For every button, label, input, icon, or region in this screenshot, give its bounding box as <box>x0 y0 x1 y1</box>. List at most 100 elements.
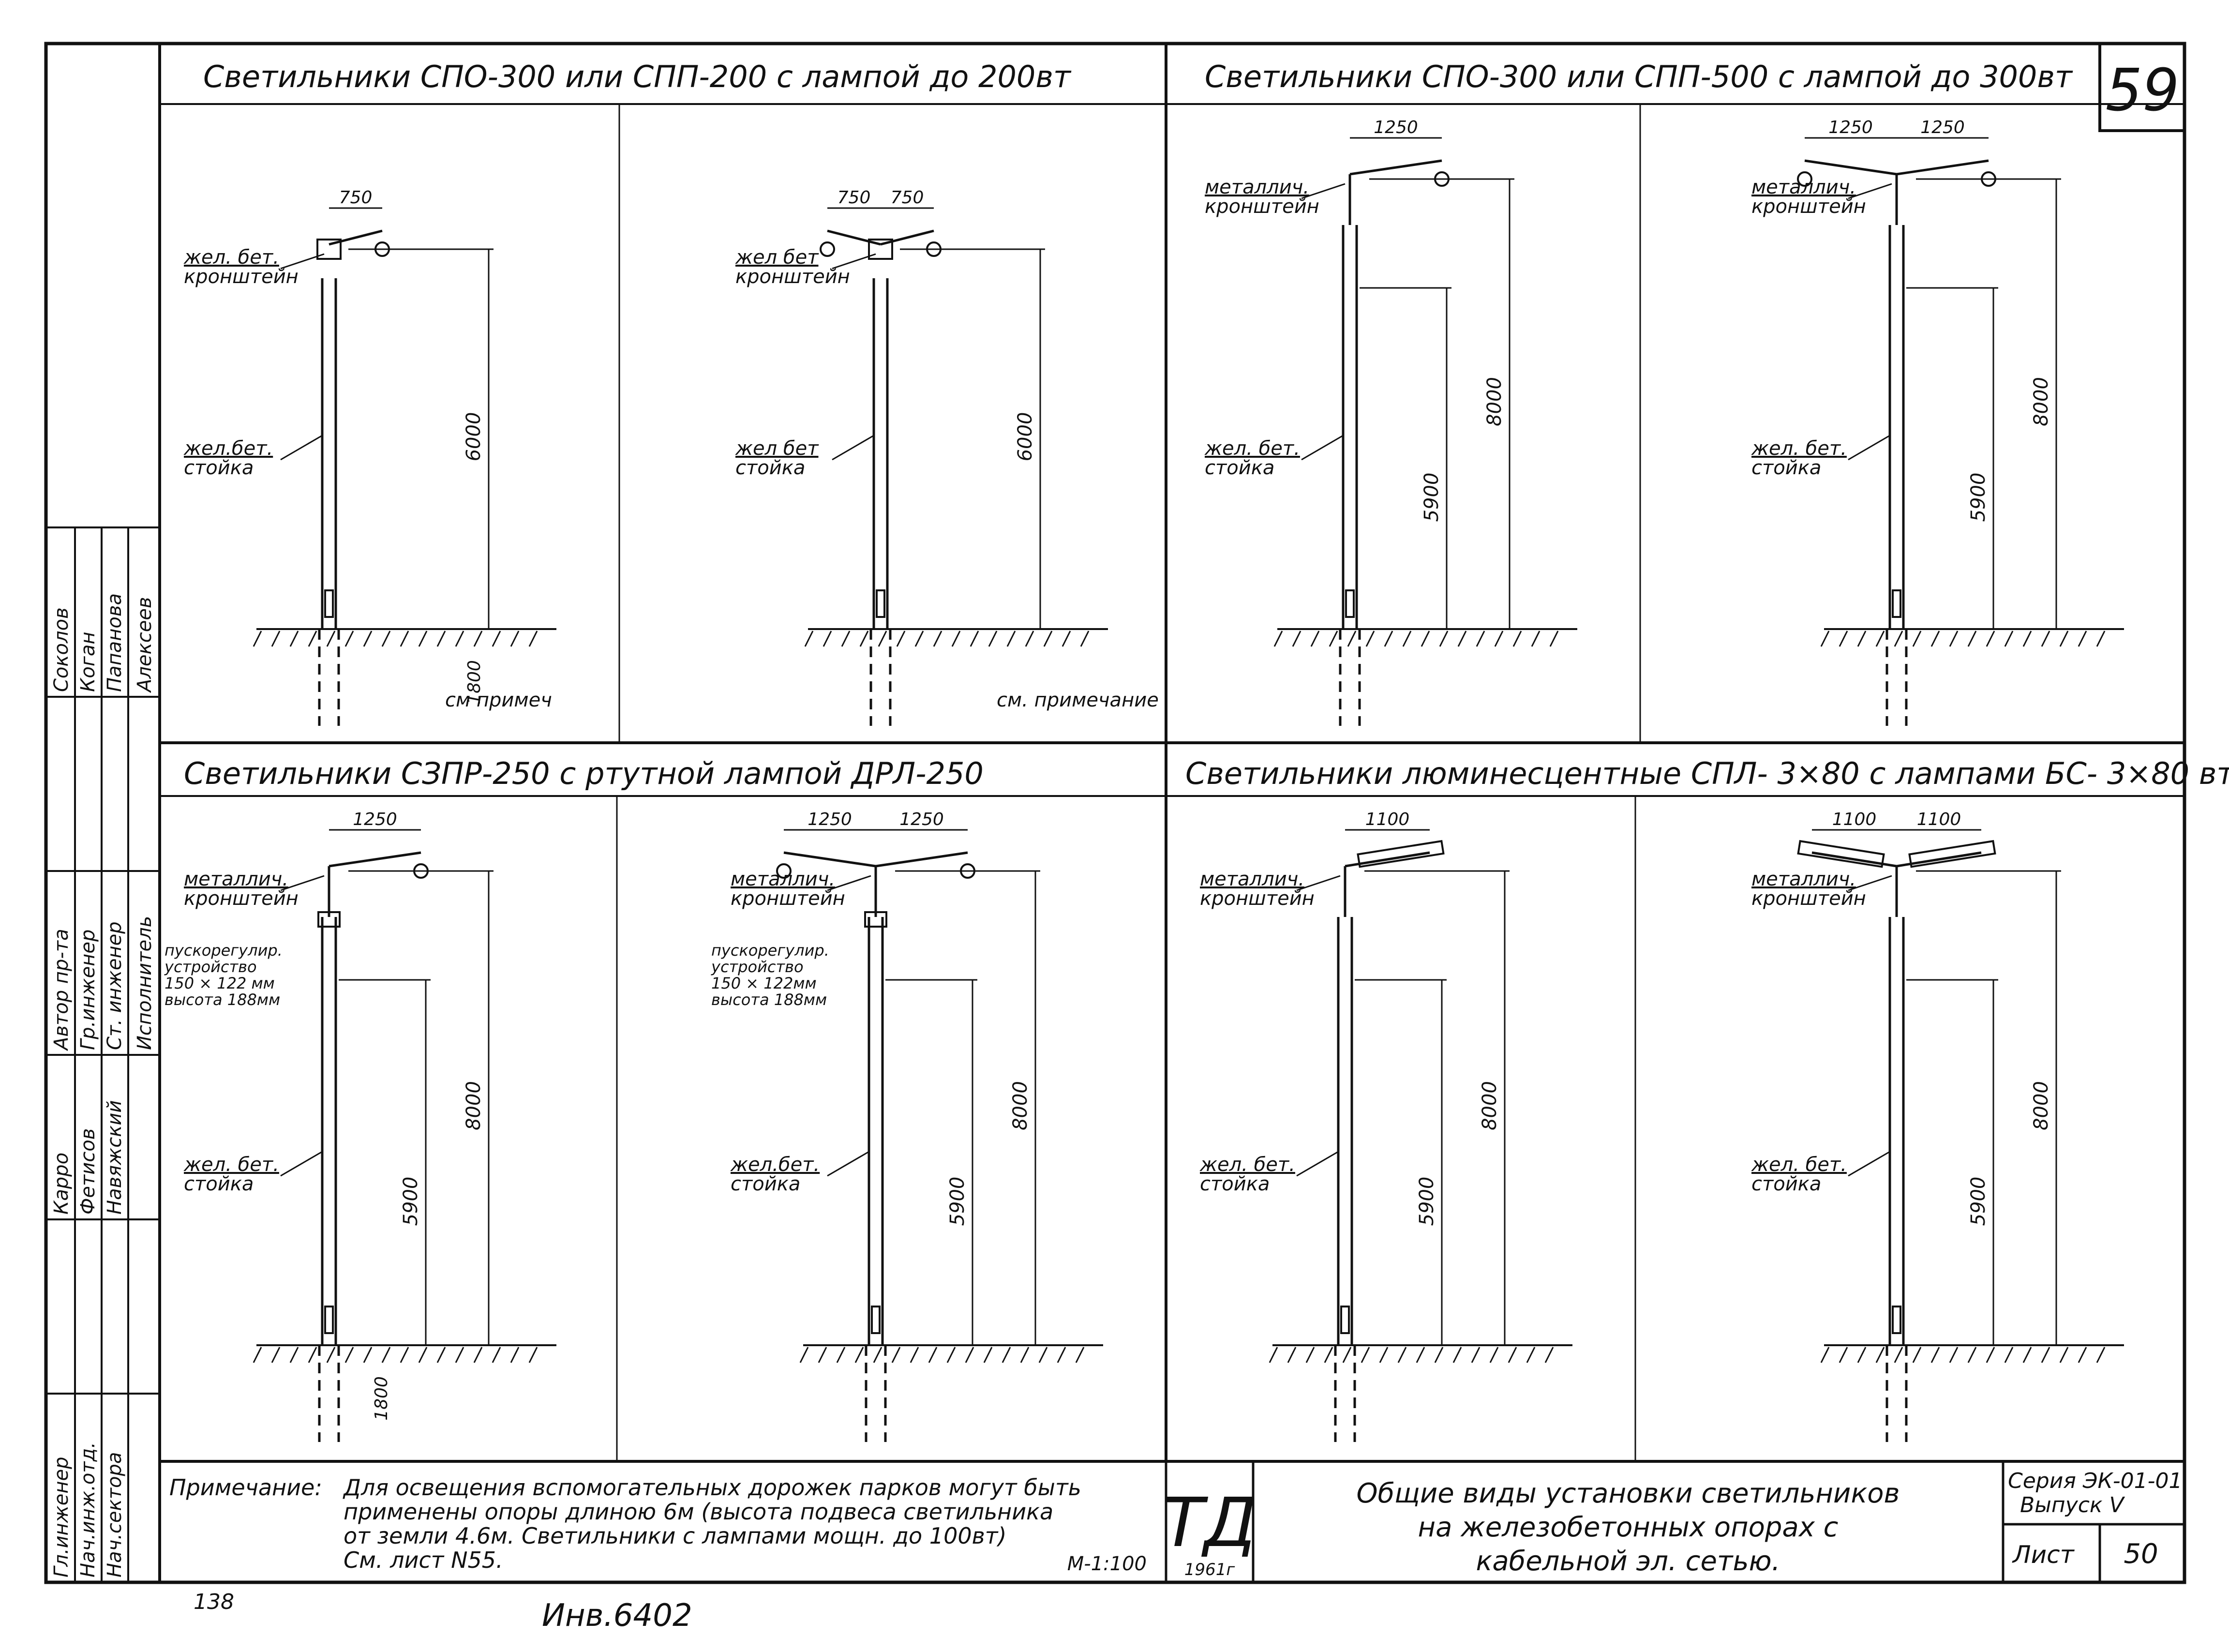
ground-hatch <box>891 1347 901 1363</box>
ground-hatch <box>363 1347 373 1363</box>
note-line-2: применены опоры длиною 6м (высота подвес… <box>344 1499 1053 1525</box>
ballast-label: пускорегулир. <box>165 941 283 960</box>
pole-label: жел. бет. <box>1751 1154 1847 1176</box>
ground-hatch <box>1305 1347 1315 1363</box>
stamp-entry: Папанова <box>104 593 126 692</box>
ballast-label: 150 × 122 мм <box>165 974 275 992</box>
bottom-left-number: 138 <box>194 1590 234 1614</box>
ground-hatch <box>933 631 942 647</box>
ground-hatch <box>1439 631 1449 647</box>
bracket-arm <box>329 229 383 246</box>
ground-hatch <box>818 1347 827 1363</box>
ground-hatch <box>400 631 409 647</box>
ground-hatch <box>2004 1347 2014 1363</box>
pole-label: жел. бет. <box>1204 437 1300 460</box>
ground-hatch <box>1986 631 1995 647</box>
ground-hatch <box>418 1347 428 1363</box>
ground-hatch <box>1894 1347 1903 1363</box>
ground-hatch <box>878 631 887 647</box>
ground-hatch <box>1421 631 1430 647</box>
bracket-head <box>316 239 342 260</box>
bracket-label: жел. бет. <box>183 246 279 269</box>
ground-hatch <box>1949 1347 1959 1363</box>
sheet-number: 59 <box>2106 57 2180 124</box>
ground-hatch <box>1912 1347 1922 1363</box>
ground-hatch <box>2096 631 2106 647</box>
stamp-entry: Нач.сектора <box>104 1452 126 1577</box>
ground-hatch <box>1038 1347 1048 1363</box>
ground-hatch <box>271 1347 281 1363</box>
ground-hatch <box>1310 631 1320 647</box>
ground-hatch <box>1025 631 1034 647</box>
ground-hatch <box>910 1347 919 1363</box>
ground-hatch <box>1875 1347 1885 1363</box>
arm-dimension-label: 1250 <box>1920 118 1965 137</box>
note-line-1: Для освещения вспомогательных дорожек па… <box>343 1474 1081 1501</box>
ground-hatch <box>289 1347 299 1363</box>
ground-hatch <box>2022 631 2032 647</box>
ground-hatch <box>1080 631 1090 647</box>
pole-leader <box>1296 1151 1339 1177</box>
bracket-arm <box>329 851 421 868</box>
ground-hatch <box>1361 1347 1370 1363</box>
ground-hatch <box>799 1347 809 1363</box>
ground-hatch <box>308 1347 317 1363</box>
ground-hatch <box>1526 1347 1536 1363</box>
pole-leader <box>827 1151 869 1177</box>
arm-dimension-label: 1250 <box>1828 118 1873 137</box>
arm-dimension-label: 1250 <box>353 810 397 829</box>
series-line-2: Выпуск V <box>2020 1493 2125 1517</box>
ground-hatch <box>271 631 281 647</box>
ground-hatch <box>2059 1347 2069 1363</box>
ground-hatch <box>1324 1347 1333 1363</box>
ground-hatch <box>1930 1347 1940 1363</box>
sheet-title-line-3: кабельной эл. сетью. <box>1476 1546 1780 1577</box>
bracket-label: кронштейн <box>731 887 845 910</box>
bracket-label: кронштейн <box>184 887 299 910</box>
ground-hatch <box>1287 1347 1297 1363</box>
ground-hatch <box>326 631 336 647</box>
bracket-leader <box>280 253 325 270</box>
fluorescent-fixture <box>1357 840 1445 868</box>
ground-hatch <box>2004 631 2014 647</box>
ground-hatch <box>1020 1347 1030 1363</box>
bracket-leader <box>280 875 325 891</box>
bracket-label: металлич. <box>731 868 835 890</box>
bracket-arm <box>1896 159 1989 176</box>
td-stamp <box>1165 1460 2184 1584</box>
ballast-label: устройство <box>711 958 804 976</box>
bracket-label: металлич. <box>1751 868 1856 890</box>
ground-hatch <box>1273 631 1283 647</box>
ground-hatch <box>983 1347 993 1363</box>
arm-dimension-label: 1250 <box>808 810 852 829</box>
ground-hatch <box>1912 631 1922 647</box>
scale-label: М-1:100 <box>1067 1553 1147 1575</box>
inventory-number: Инв.6402 <box>542 1598 692 1634</box>
ground-hatch <box>854 1347 864 1363</box>
ground-hatch <box>988 631 998 647</box>
pole-label: стойка <box>731 1173 800 1195</box>
ground-hatch <box>418 631 428 647</box>
td-logo: ТД <box>1163 1484 1257 1562</box>
ground-hatch <box>1402 631 1412 647</box>
bracket-label: жел бет <box>735 246 819 269</box>
sheet-title-line-2: на железобетонных опорах с <box>1418 1512 1839 1543</box>
bracket-label: кронштейн <box>1751 887 1866 910</box>
bracket-arm <box>1349 159 1442 176</box>
pole-label: стойка <box>184 457 254 479</box>
ground-hatch <box>2096 1347 2106 1363</box>
ground-hatch <box>308 631 317 647</box>
ground-hatch <box>1292 631 1301 647</box>
pole-leader <box>280 435 323 461</box>
stamp-entry: Навяжский <box>104 1100 126 1215</box>
height-dimension-label: 8000 <box>463 1081 485 1130</box>
ground-hatch <box>1820 1347 1830 1363</box>
sheet-frame <box>44 42 2186 1584</box>
ground-hatch <box>896 631 906 647</box>
cable-box <box>876 589 885 618</box>
ballast-label: высота 188мм <box>165 991 280 1009</box>
